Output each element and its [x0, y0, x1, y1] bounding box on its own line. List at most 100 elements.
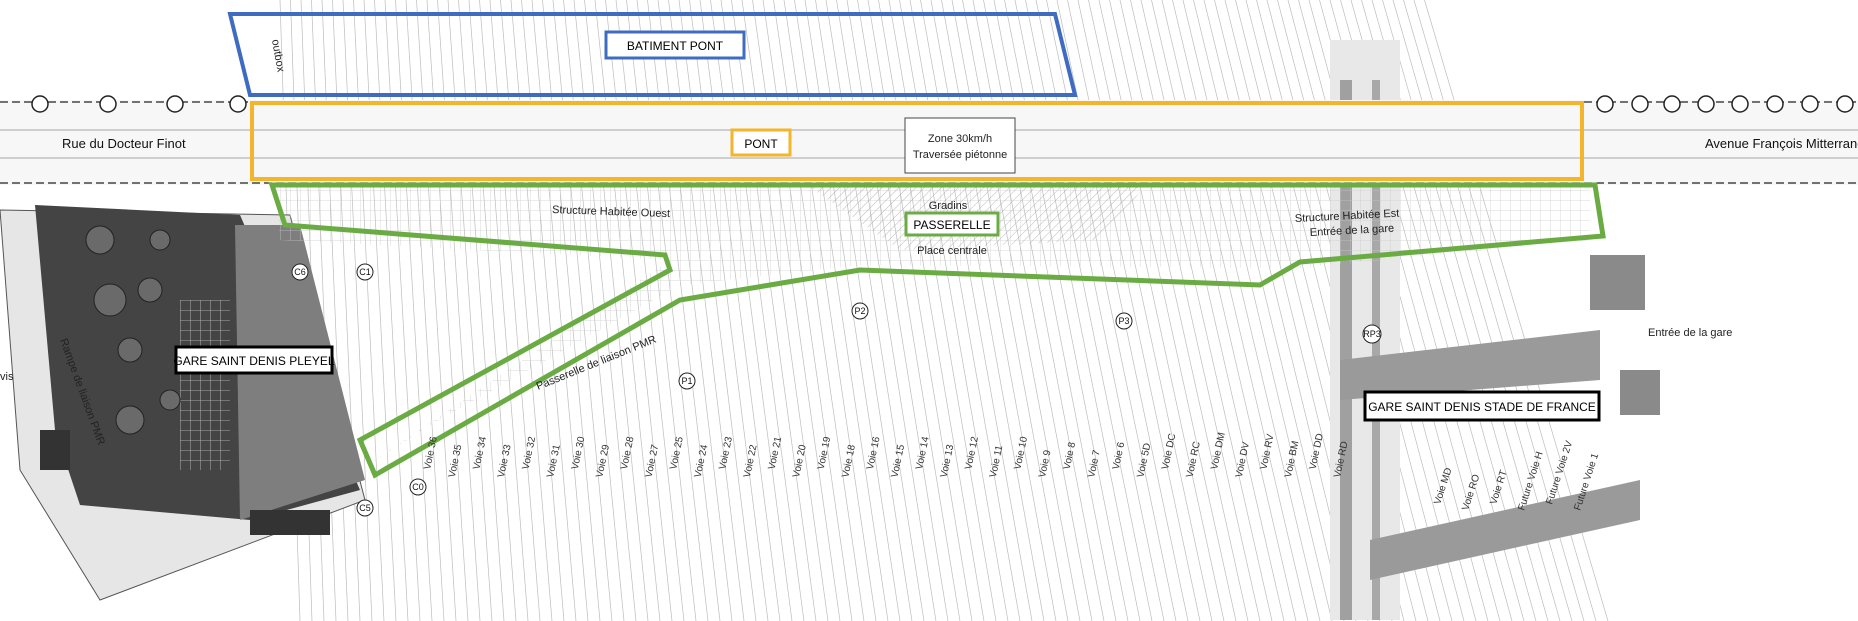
- voie-label: Voie 16: [865, 435, 883, 470]
- place-centrale-label: Place centrale: [917, 245, 987, 257]
- voie-label: Voie RT: [1488, 469, 1509, 506]
- tree-icon: [1836, 95, 1854, 113]
- svg-text:C1: C1: [359, 267, 371, 277]
- voie-label: Voie 6: [1111, 441, 1128, 471]
- tree-icon: [1631, 95, 1649, 113]
- track-line: [1140, 0, 1285, 621]
- svg-text:P3: P3: [1118, 316, 1129, 326]
- voie-label: Voie 11: [988, 444, 1006, 479]
- voie-label: Voie 7: [1086, 449, 1103, 479]
- marker-p1: P1: [678, 372, 696, 390]
- tree-icon: [1766, 95, 1784, 113]
- voie-label: Voie 8: [1062, 441, 1079, 471]
- vis-label: vis: [0, 371, 14, 383]
- tree-icon: [99, 95, 117, 113]
- gradins-label: Gradins: [929, 200, 968, 212]
- marker-c5: C5: [356, 499, 374, 517]
- pont-box: PONT: [730, 128, 792, 157]
- voie-label: Voie 20: [791, 443, 809, 478]
- batiment-pont-label: BATIMENT PONT: [627, 39, 724, 53]
- voie-label: Voie 25: [668, 435, 686, 470]
- svg-text:C6: C6: [294, 267, 306, 277]
- track-line: [1098, 0, 1237, 621]
- track-line: [1151, 0, 1297, 621]
- svg-text:RP3: RP3: [1363, 329, 1381, 339]
- structure-ouest-label: Structure Habitée Ouest: [552, 204, 670, 220]
- pont-label: PONT: [744, 137, 778, 151]
- gare-stade-label: GARE SAINT DENIS STADE DE FRANCE: [1368, 400, 1596, 414]
- track-line: [1172, 0, 1321, 621]
- voie-label: Voie 23: [717, 435, 735, 470]
- passerelle-outline: [268, 182, 1606, 479]
- entree-gare-right-label: Entrée de la gare: [1648, 327, 1732, 339]
- track-line: [1109, 0, 1249, 621]
- marker-p3: P3: [1115, 312, 1133, 330]
- svg-text:C5: C5: [359, 503, 371, 513]
- voie-label: Voie 24: [693, 443, 711, 478]
- voie-label: Voie 5D: [1135, 442, 1153, 479]
- track-line: [1067, 0, 1201, 621]
- track-line: [1130, 0, 1273, 621]
- voie-label: Voie 22: [742, 443, 760, 478]
- svg-text:C0: C0: [412, 482, 424, 492]
- passerelle-box: PASSERELLE: [904, 211, 1000, 237]
- tree-icon: [229, 95, 247, 113]
- track-line: [1182, 0, 1333, 621]
- voie-label: Voie RV: [1258, 433, 1276, 471]
- voie-label: Voie 34: [471, 435, 489, 470]
- marker-rp3: RP3: [1362, 324, 1382, 344]
- voie-label: Voie 15: [889, 443, 907, 478]
- rue-docteur-finot-label: Rue du Docteur Finot: [62, 136, 186, 151]
- voie-label: Voie 18: [840, 443, 858, 478]
- marker-p2: P2: [851, 302, 869, 320]
- voie-label: Voie 32: [521, 435, 539, 470]
- track-line: [1193, 0, 1345, 621]
- voie-label: Voie 33: [496, 443, 514, 478]
- voie-label: Voie RO: [1460, 473, 1482, 512]
- marker-c6: C6: [291, 263, 309, 281]
- marker-c1: C1: [356, 263, 374, 281]
- svg-text:P1: P1: [681, 376, 692, 386]
- tree-icon: [31, 95, 49, 113]
- avenue-mitterrand-label: Avenue François Mitterrand: [1705, 136, 1858, 151]
- batiment-pont-outline: [227, 12, 1078, 97]
- voie-label: Voie DV: [1234, 441, 1252, 479]
- outbox-label: outbox: [269, 38, 287, 73]
- track-line: [1056, 0, 1189, 621]
- gare-stade-box: GARE SAINT DENIS STADE DE FRANCE: [1363, 390, 1601, 422]
- zone-30-box: Zone 30km/h Traversée piétonne: [904, 117, 1016, 174]
- voie-label: Voie BM: [1283, 440, 1302, 479]
- voie-label: Voie 9: [1037, 449, 1054, 479]
- track-line: [1119, 0, 1261, 621]
- voie-label: Voie DD: [1308, 432, 1326, 470]
- batiment-pont-box: BATIMENT PONT: [604, 30, 746, 60]
- voie-label: Voie 36: [422, 435, 440, 470]
- marker-c0: C0: [409, 478, 427, 496]
- voie-label: Voie 31: [545, 443, 563, 478]
- gare-pleyel-label: GARE SAINT DENIS PLEYEL: [173, 354, 334, 368]
- voie-label: Voie 28: [619, 435, 637, 470]
- street-trees: [31, 95, 1854, 113]
- voie-label: Voie 14: [914, 435, 932, 470]
- tree-icon: [166, 95, 184, 113]
- gare-pleyel-box: GARE SAINT DENIS PLEYEL: [173, 345, 335, 375]
- tree-icon: [1596, 95, 1614, 113]
- pleyel-building: [0, 205, 366, 601]
- voie-label: Voie 35: [447, 443, 465, 478]
- entree-gare-top-label: Entrée de la gare: [1310, 223, 1395, 239]
- voie-label: Voie 27: [644, 443, 662, 478]
- tree-icon: [1663, 95, 1681, 113]
- zone-30-label: Zone 30km/h: [928, 133, 992, 145]
- passerelle-label: PASSERELLE: [913, 218, 990, 232]
- tree-icon: [1801, 95, 1819, 113]
- tree-icon: [1697, 95, 1715, 113]
- voie-label: Voie 19: [816, 435, 834, 470]
- structure-est-label: Structure Habitée Est: [1295, 208, 1400, 225]
- pont-outline: [250, 101, 1584, 181]
- traversee-label: Traversée piétonne: [913, 149, 1007, 161]
- voie-label: Voie 30: [570, 435, 588, 470]
- svg-text:P2: P2: [854, 306, 865, 316]
- voie-label: Voie 13: [939, 443, 957, 478]
- tree-icon: [1731, 95, 1749, 113]
